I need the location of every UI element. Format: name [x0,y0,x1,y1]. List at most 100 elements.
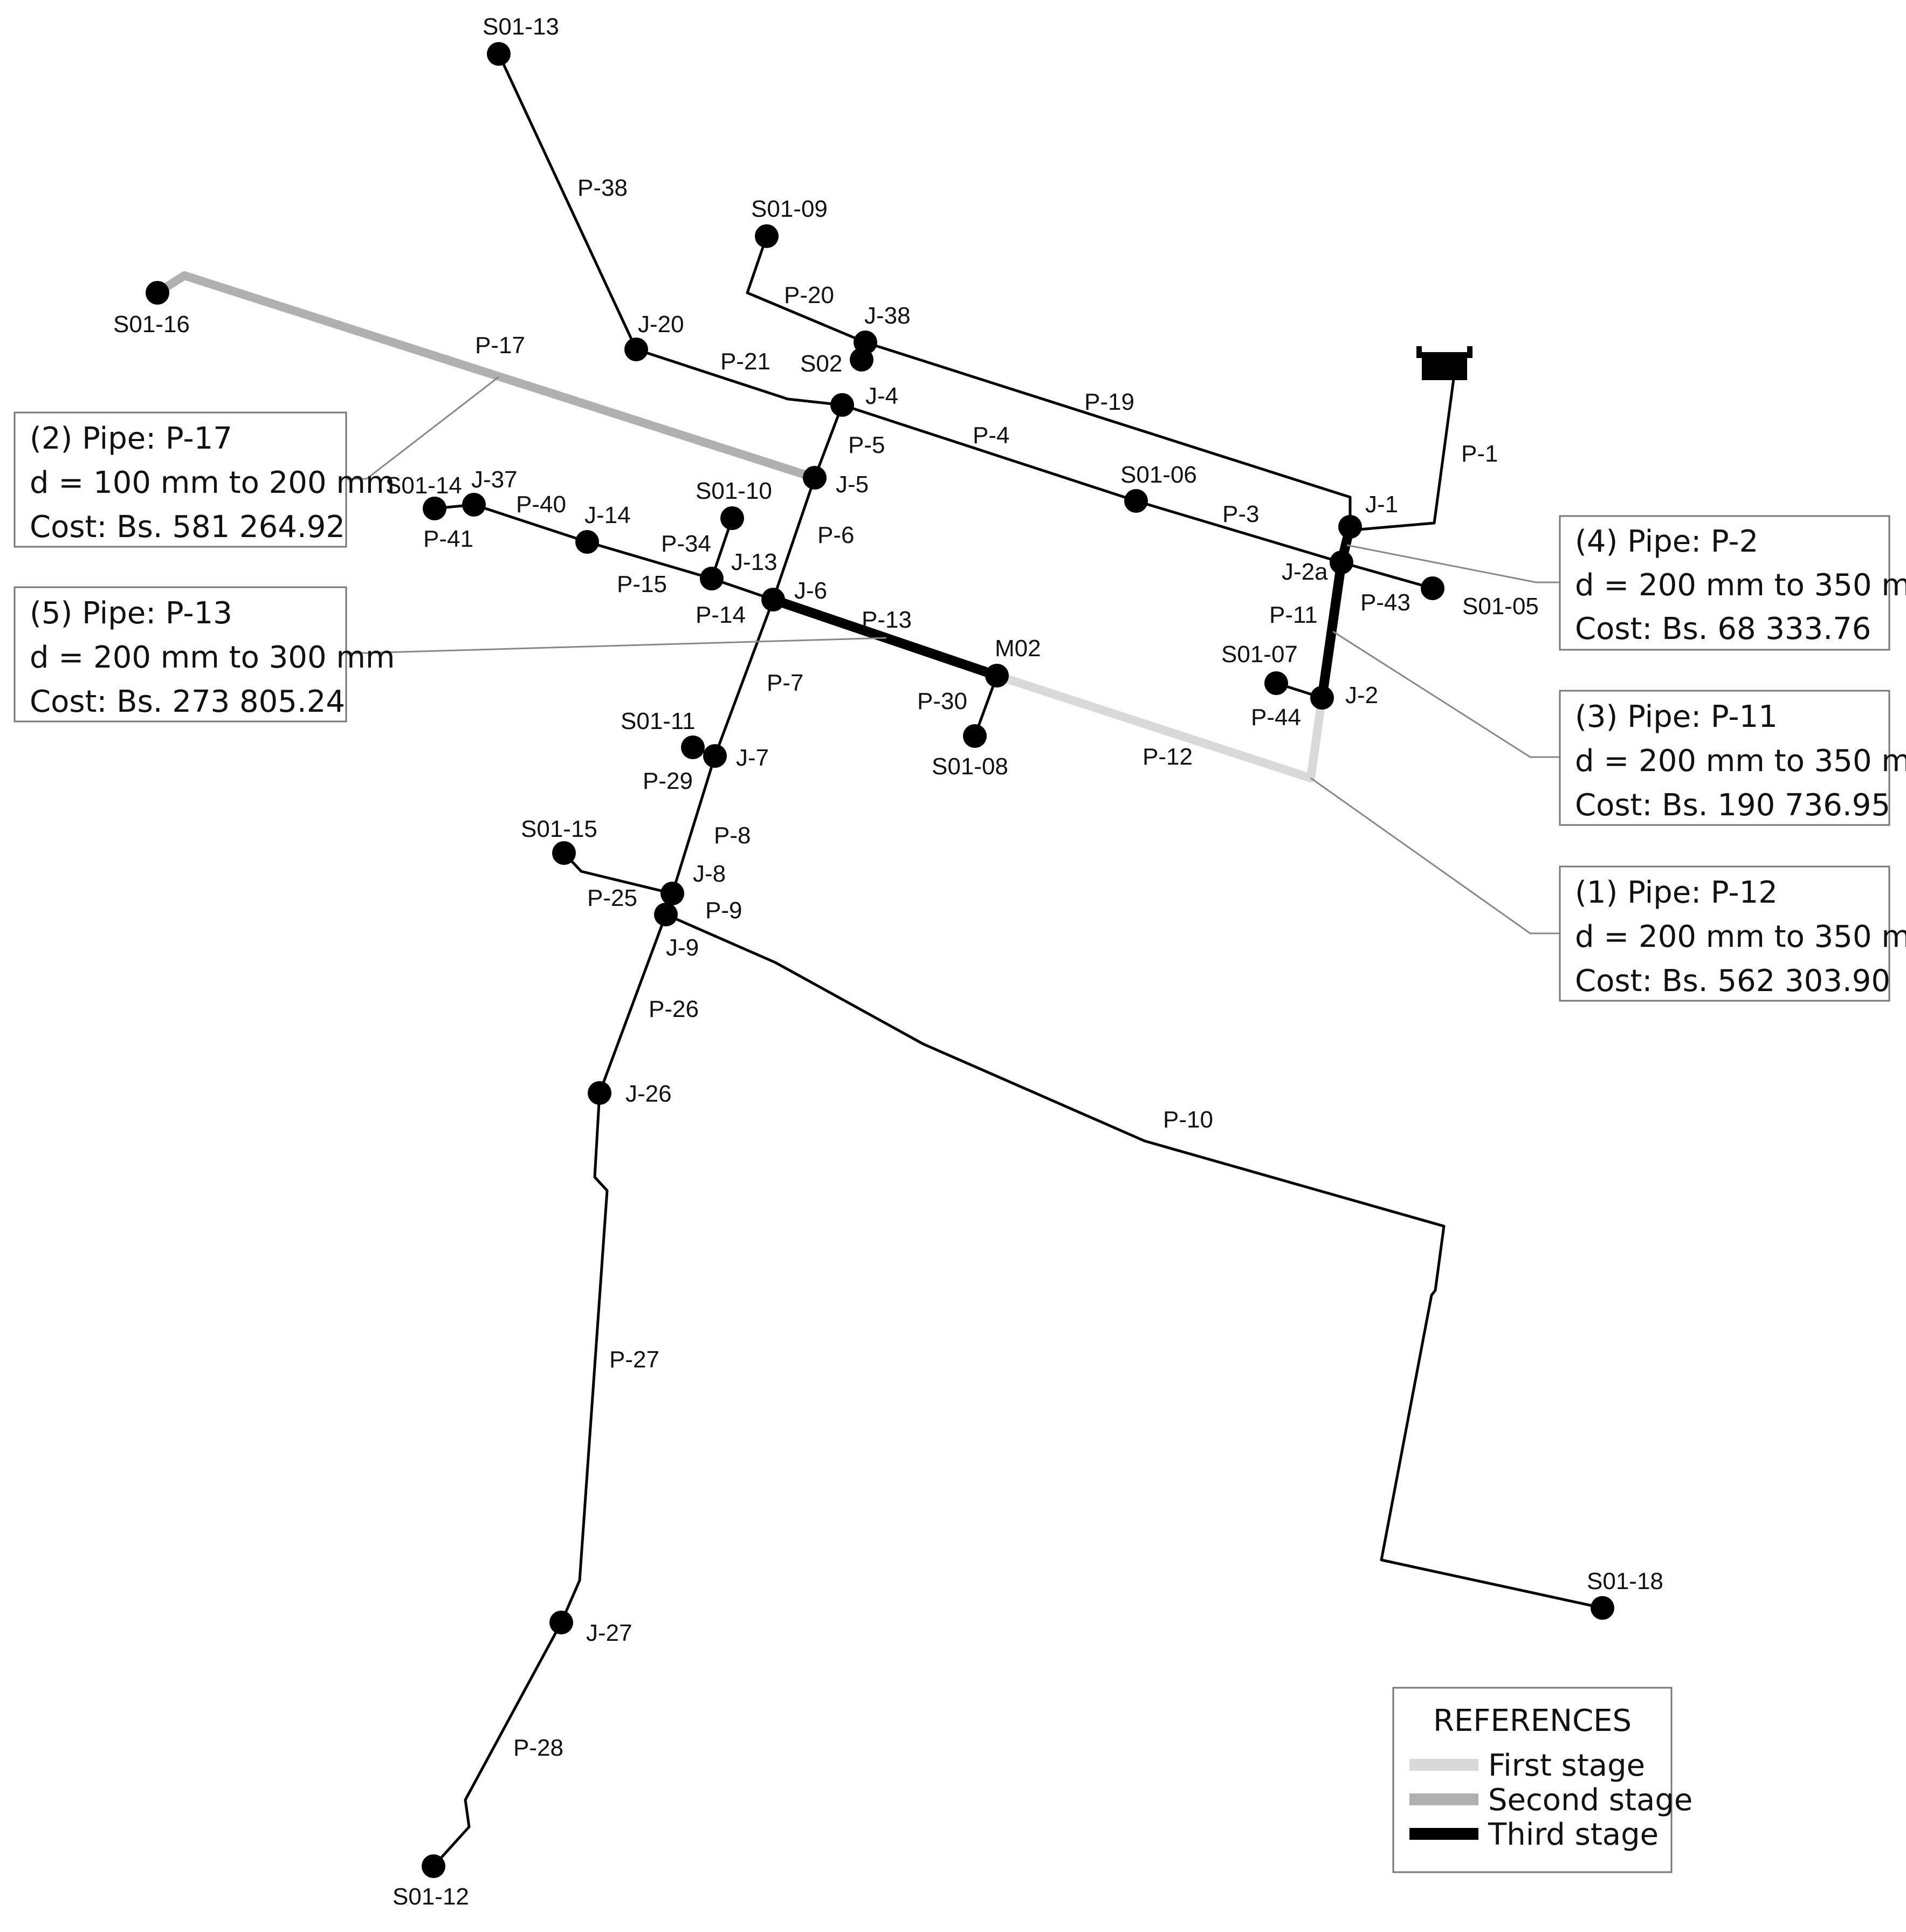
node-s01-07 [1264,671,1288,695]
node-label-j-7: J-7 [736,745,769,771]
pipe-p-27 [560,1091,609,1624]
node-j-2a [1330,551,1353,574]
node-j-14 [575,530,599,554]
callout-line: (5) Pipe: P-13 [30,596,232,631]
callout-line: Cost: Bs. 581 264.92 [30,510,345,545]
node-label-s01-07: S01-07 [1221,641,1298,668]
node-s02 [850,348,873,372]
callout-line: d = 200 mm to 300 mm [30,640,395,675]
node-s01-14 [423,497,446,520]
node-m02 [985,664,1009,687]
node-label-s02: S02 [800,350,842,377]
callout-leader-p-12 [1310,777,1560,934]
node-label-s01-18: S01-18 [1587,1568,1663,1594]
callout-line: Cost: Bs. 273 805.24 [30,684,345,719]
node-j-6 [761,588,785,611]
pipe-label-p-41: P-41 [423,526,473,552]
node-s01-10 [720,506,744,530]
callout-p-11: (3) Pipe: P-11d = 200 mm to 350 mmCost: … [1559,690,1906,826]
pipe-label-p-26: P-26 [649,996,699,1022]
callout-line: (2) Pipe: P-17 [30,421,232,456]
node-j-9 [654,903,678,926]
callout-leader-p-11 [1332,630,1560,758]
node-j-13 [700,567,724,590]
node-label-j-26: J-26 [625,1081,672,1107]
node-label-j-1: J-1 [1365,491,1398,518]
node-s01-08 [963,724,987,748]
pipes-layer [155,52,1604,1868]
callout-leader-p-17 [346,376,499,480]
node-j-2 [1310,686,1334,710]
node-s01-18 [1591,1596,1614,1620]
pipe-label-p-17: P-17 [475,332,525,359]
pipe-p-4 [841,403,1138,503]
pipe-labels-layer: P-1P-3P-4P-5P-6P-7P-8P-9P-10P-11P-12P-13… [423,175,1498,1761]
pipe-p-10 [774,961,1604,1610]
node-label-j-14: J-14 [584,502,631,528]
node-j-26 [588,1081,611,1105]
node-label-j-38: J-38 [864,302,911,329]
pipe-p-9 [664,913,777,964]
pipe-p-21 [635,348,844,407]
callout-line: (1) Pipe: P-12 [1575,875,1778,910]
pipe-p-43 [1340,561,1434,590]
callout-line: Cost: Bs. 190 736.95 [1575,788,1890,823]
callout-leader-p-2 [1346,544,1560,583]
node-label-j-6: J-6 [794,577,827,604]
pipe-label-p-38: P-38 [577,175,628,201]
pipe-label-p-4: P-4 [973,422,1009,449]
pipe-label-p-27: P-27 [609,1346,659,1373]
pipe-label-p-30: P-30 [917,688,967,714]
node-s01-13 [487,42,511,66]
node-label-s01-16: S01-16 [113,311,190,338]
node-label-j-13: J-13 [731,549,777,575]
node-label-j-9: J-9 [666,934,699,961]
node-s01-12 [422,1854,445,1878]
pipe-label-p-29: P-29 [643,768,693,794]
pipe-p-28 [432,1621,563,1868]
pipe-p-20 [746,235,867,344]
node-j-27 [549,1611,573,1634]
callout-box [13,586,347,723]
callout-line: Cost: Bs. 562 303.90 [1575,964,1890,999]
node-label-j-27: J-27 [586,1620,632,1646]
node-label-j-2a: J-2a [1282,559,1328,585]
node-j-8 [660,882,684,905]
node-label-m02: M02 [995,635,1041,662]
pipe-p-3 [1134,499,1343,564]
node-s01-09 [755,224,779,248]
pipe-p-19 [864,341,1352,528]
pipe-label-p-10: P-10 [1163,1106,1213,1133]
callouts-layer: (2) Pipe: P-17 d = 100 mm to 200 mm Cost: … [13,411,1906,1002]
pipe-label-p-9: P-9 [705,897,742,924]
pipe-label-p-25: P-25 [587,885,637,911]
pipe-label-p-28: P-28 [513,1735,563,1761]
node-j-5 [803,466,827,490]
node-label-s01-06: S01-06 [1120,462,1197,488]
callout-line: d = 100 mm to 200 mm [30,465,395,500]
pipe-label-p-21: P-21 [720,348,770,375]
node-label-s01-08: S01-08 [932,753,1008,780]
node-label-s01-10: S01-10 [696,478,772,504]
legend-title: REFERENCES [1433,1703,1632,1738]
node-label-j-37: J-37 [471,466,518,493]
node-label-j-5: J-5 [836,471,869,498]
callout-box [1559,690,1890,826]
nodes-layer [146,42,1614,1878]
callout-line: d = 200 mm to 350 mm [1575,568,1906,603]
pipe-label-p-20: P-20 [784,282,834,308]
callout-p-12: (1) Pipe: P-12d = 200 mm to 350 mmCost: … [1559,865,1906,1002]
pipe-label-p-11: P-11 [1269,602,1318,628]
node-label-j-8: J-8 [693,861,726,887]
pipe-label-p-15: P-15 [617,571,667,597]
pipe-label-p-19: P-19 [1084,389,1134,415]
pipe-p-8 [671,754,717,895]
pipe-label-p-40: P-40 [516,491,566,518]
node-j-4 [830,393,854,417]
node-label-j-4: J-4 [865,383,898,409]
pipe-label-p-7: P-7 [767,670,803,696]
